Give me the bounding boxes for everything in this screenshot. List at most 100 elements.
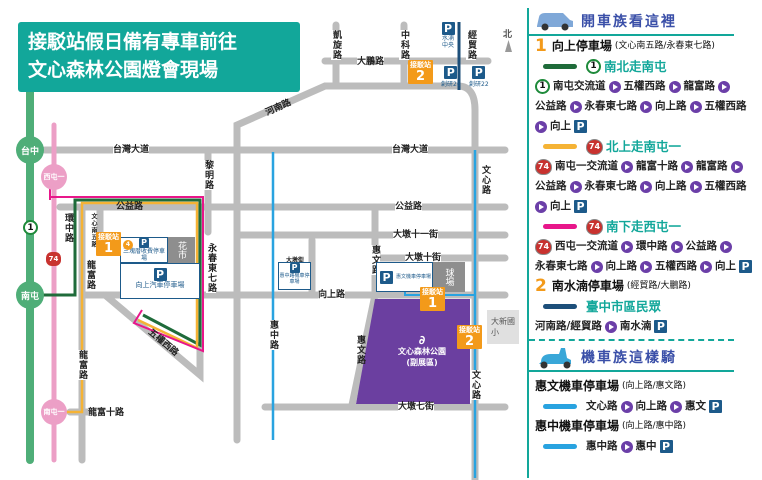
label-wenxin-2: 文心路	[470, 370, 480, 400]
lot2-direction-text: 臺中市區民眾	[586, 299, 662, 314]
route-step: 公益路	[685, 240, 718, 252]
arrow-right-icon	[668, 80, 681, 93]
shuttle-number: 2	[415, 69, 426, 84]
parking-xiangshang-label: 向上汽車停車場	[135, 281, 185, 289]
lot2-direction: 臺中市區民眾	[529, 296, 762, 316]
lot2-name: 南水湳停車場	[551, 279, 624, 293]
route-step: 向上路	[655, 180, 687, 192]
highway-74-icon: 74	[46, 252, 61, 266]
highway-1-icon: 1	[535, 79, 550, 94]
route-step: 龍富路	[683, 80, 716, 92]
route-line	[543, 444, 577, 449]
lot1-title: 1 向上停車場 (文心南五路/永春東七路)	[529, 36, 762, 56]
route-line	[543, 64, 577, 69]
lot2-title: 2 南水湳停車場 (經貿路/大鵬路)	[529, 276, 762, 296]
car-icon	[537, 13, 573, 31]
lot1-number: 1	[535, 36, 547, 56]
route-step: 向上路	[655, 100, 687, 112]
arrow-right-icon	[730, 160, 743, 173]
route-direction-text: 南北走南屯	[604, 59, 667, 74]
label-yongchun-e7: 永春東七路	[206, 243, 216, 293]
route-step: 南屯交流道	[553, 80, 606, 92]
moto-header: 機車族這樣騎	[529, 344, 734, 372]
park-area	[356, 299, 470, 404]
car-header: 開車族看這裡	[529, 8, 734, 36]
parking-huizhong-moto[interactable]: P 惠中路機車停車場	[278, 262, 311, 290]
highway-74-icon: 74	[535, 158, 552, 175]
route-step: 環中路	[636, 240, 668, 252]
arrow-right-icon	[604, 320, 617, 333]
route-step: 惠中	[635, 440, 657, 452]
arrow-right-icon	[640, 100, 652, 113]
lot2-number: 2	[535, 276, 547, 296]
parking-sankuaicuo[interactable]: 4 P 三塊厝收費停車場	[120, 237, 168, 263]
label-taiwan-blvd-1: 台灣大道	[113, 145, 150, 155]
route-step: 永春東七路	[584, 100, 638, 112]
shuttle-number: 1	[427, 296, 438, 311]
parking-icon: P	[444, 66, 458, 79]
title-line-1: 接駁站假日備有專車前往	[28, 31, 238, 53]
map: 接駁站假日備有專車前往 文心森林公園燈會現場 北 大鵬路 凱旋路 中科路 經貿路…	[16, 21, 519, 480]
interchange-nantun: 南屯	[16, 281, 44, 309]
arrow-right-icon	[621, 240, 633, 253]
parking-huiwen-moto[interactable]: P 惠文機車停車場	[376, 262, 433, 292]
route-direction-text: 南下走西屯一	[606, 219, 682, 234]
moto-header-text: 機車族這樣騎	[581, 350, 677, 366]
label-kaixuan: 凱旋路	[331, 30, 341, 60]
label-dadun-st: 大墩街	[286, 256, 305, 266]
label-wenxin-1: 文心路	[480, 165, 490, 195]
label-gongyi-1: 公益路	[116, 202, 144, 212]
parking-huiwen-label: 惠文機車停車場	[396, 274, 432, 280]
parking-icon: P	[139, 238, 149, 248]
route-line-navy	[543, 304, 577, 309]
parking-shuinan[interactable]: P 水湳中央	[441, 22, 455, 49]
map-title: 接駁站假日備有專車前往 文心森林公園燈會現場	[18, 22, 300, 92]
parking-icon: P	[289, 263, 300, 273]
route-step: 龍富十路	[636, 160, 678, 172]
moto-lot-name: 惠文機車停車場	[535, 379, 620, 393]
parking-icon: P	[441, 22, 455, 35]
route-pink	[49, 186, 204, 353]
route-step: 文心路	[586, 400, 618, 412]
arrow-right-icon	[689, 100, 702, 113]
label-gongyi-2: 公益路	[395, 202, 423, 212]
route-line	[543, 404, 577, 409]
route-step: 南屯一交流道	[555, 160, 618, 172]
shuttle-label: 接駁站	[459, 326, 480, 334]
parking-chuangyan22[interactable]: P 創研22	[469, 66, 489, 88]
parking-chuangyan26[interactable]: P 創研26	[441, 66, 461, 88]
parking-icon: P	[659, 440, 673, 453]
parking-xiangshang[interactable]: P 向上汽車停車場	[120, 263, 200, 299]
label-dadun7: 大墩七街	[398, 402, 435, 412]
parking-chuangyan26-label: 創研26	[441, 81, 461, 88]
route-step: 南水湳	[619, 320, 652, 332]
moto-lot-address: (向上路/惠中路)	[622, 421, 687, 431]
park-sub: (副展區)	[406, 358, 438, 367]
parking-icon: P	[472, 66, 486, 79]
north-arrow-icon	[505, 40, 512, 52]
route-direction-text: 北上走南屯一	[606, 139, 682, 154]
label-xiangshang: 向上路	[318, 290, 346, 300]
arrow-right-icon	[535, 200, 547, 213]
shuttle-label: 接駁站	[422, 288, 443, 296]
arrow-right-icon	[620, 440, 633, 453]
label-taiwan-blvd-2: 台灣大道	[392, 145, 429, 155]
label-wenxin-s5: 文心南五路	[90, 213, 97, 248]
parking-shuinan-label: 水湳中央	[441, 35, 454, 49]
route-step: 惠中路	[586, 440, 618, 452]
arrow-right-icon	[569, 100, 582, 113]
arrow-right-icon	[670, 240, 683, 253]
interchange-xitun1: 西屯一	[41, 164, 67, 190]
parking-icon: P	[574, 200, 587, 213]
parking-icon: P	[709, 400, 722, 413]
